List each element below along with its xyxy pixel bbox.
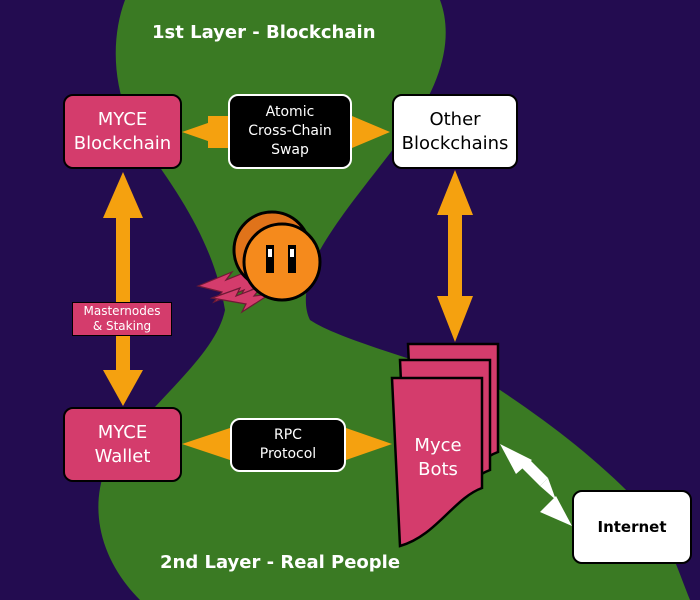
arrow-blockchain-swap [182,116,228,148]
arrow-rpc-bots [346,428,392,460]
layer-2-title: 2nd Layer - Real People [160,552,401,573]
arrow-other-bots [437,170,473,342]
atomic-swap-node[interactable]: Atomic Cross-Chain Swap [228,94,352,169]
arrow-wallet-rpc [182,428,230,460]
rpc-protocol-node[interactable]: RPC Protocol [230,418,346,472]
arrow-swap-other [352,116,390,148]
myce-bots-label: Myce Bots [414,435,462,480]
arrow-bots-internet [500,444,572,526]
myce-blockchain-node[interactable]: MYCE Blockchain [63,94,182,169]
myce-wallet-node[interactable]: MYCE Wallet [63,407,182,482]
internet-node[interactable]: Internet [572,490,692,564]
other-blockchains-node[interactable]: Other Blockchains [392,94,518,169]
layer-1-title: 1st Layer - Blockchain [152,22,376,43]
bots-stack [390,342,500,548]
coin-icon [232,210,322,302]
masternodes-label: Masternodes & Staking [72,302,172,336]
arrow-blockchain-wallet [103,172,143,406]
